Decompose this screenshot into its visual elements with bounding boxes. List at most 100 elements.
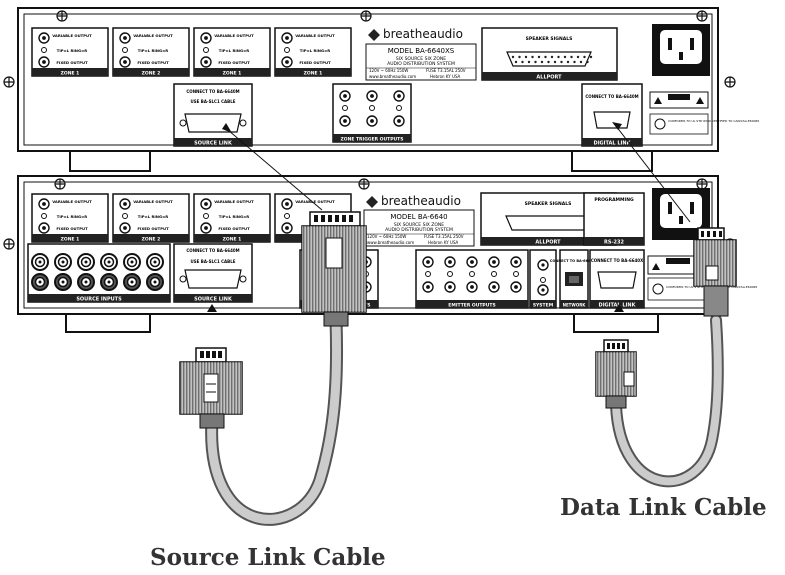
fixed-output-jack-icon[interactable]: [281, 222, 293, 234]
variable-output-jack-icon[interactable]: [281, 198, 293, 210]
speaker-signals-panel: SPEAKER SIGNALS ALLPORT: [481, 27, 618, 81]
digital-link-panel: CONNECT TO BA-6640M DIGITAL LINK: [581, 83, 643, 147]
rca-input-icon[interactable]: [77, 253, 95, 271]
fixed-output-label: FIXED OUTPUT: [137, 226, 169, 231]
trigger-jack-icon[interactable]: [393, 90, 405, 102]
model-subtitle-2: AUDIO DISTRIBUTION SYSTEM: [385, 227, 453, 233]
zone-trigger-outputs-label: ZONE TRIGGER OUTPUTS: [340, 137, 403, 143]
fixed-output-jack-icon[interactable]: [200, 222, 212, 234]
variable-output-label: VARIABLE OUTPUT: [133, 33, 173, 38]
emitter-jack-icon[interactable]: [488, 256, 500, 268]
fixed-output-jack-icon[interactable]: [200, 56, 212, 68]
rca-input-icon[interactable]: [100, 253, 118, 271]
fuse-rating: FUSE T3.15AL 250V: [426, 68, 466, 73]
variable-output-jack-icon[interactable]: [200, 198, 212, 210]
source-link-label: SOURCE LINK: [194, 141, 233, 147]
source-link-cable-label: Source Link Cable: [150, 544, 386, 571]
trigger-jack-icon[interactable]: [366, 90, 378, 102]
fixed-output-jack-icon[interactable]: [119, 56, 131, 68]
brand-name: breatheaudio: [381, 194, 461, 208]
variable-output-jack-icon[interactable]: [38, 32, 50, 44]
rca-input-icon[interactable]: [31, 253, 49, 271]
tip-ring-label: TIP=L RING=R: [219, 214, 250, 219]
fixed-output-label: FIXED OUTPUT: [137, 60, 169, 65]
db25-port-icon[interactable]: [505, 215, 591, 231]
trigger-jack-icon[interactable]: [339, 115, 351, 127]
zone-label: ZONE 1: [304, 71, 323, 77]
digital-link-port-icon[interactable]: [593, 111, 631, 129]
rca-input-icon[interactable]: [100, 273, 118, 291]
variable-output-jack-icon[interactable]: [200, 32, 212, 44]
source-link-port-icon[interactable]: [184, 269, 242, 289]
model-label: breatheaudio MODEL BA-6640XS SIX SOURCE …: [365, 27, 477, 81]
rca-input-icon[interactable]: [146, 273, 164, 291]
tip-ring-label: TIP=L RING=R: [219, 48, 250, 53]
model-number: MODEL BA-6640: [390, 213, 447, 221]
digital-link-connect-text: CONNECT TO BA-6640X: [591, 258, 643, 263]
variable-output-label: VARIABLE OUTPUT: [295, 199, 335, 204]
tip-ring-label: TIP=L RING=R: [57, 48, 88, 53]
source-link-port-icon[interactable]: [184, 113, 242, 133]
variable-output-jack-icon[interactable]: [119, 198, 131, 210]
rca-input-icon[interactable]: [146, 253, 164, 271]
programming-label: PROGRAMMING: [594, 197, 634, 203]
db25-port-icon[interactable]: [506, 51, 592, 67]
rca-input-icon[interactable]: [31, 273, 49, 291]
rs232-label: RS-232: [604, 240, 624, 246]
model-subtitle-1: SIX SOURCE SIX ZONE: [396, 56, 446, 62]
fixed-output-jack-icon[interactable]: [281, 56, 293, 68]
fixed-output-label: FIXED OUTPUT: [218, 226, 250, 231]
emitter-jack-icon[interactable]: [444, 256, 456, 268]
tip-ring-label: TIP=L RING=R: [138, 214, 169, 219]
trigger-jack-icon[interactable]: [339, 90, 351, 102]
brand-logo-icon: [368, 29, 380, 41]
emitter-jack-icon[interactable]: [422, 256, 434, 268]
data-link-cable: [595, 227, 737, 488]
fixed-output-label: FIXED OUTPUT: [299, 60, 331, 65]
emitter-jack-icon[interactable]: [488, 281, 500, 293]
emitter-jack-icon[interactable]: [444, 281, 456, 293]
tip-ring-label: TIP=L RING=R: [138, 48, 169, 53]
fixed-output-jack-icon[interactable]: [38, 222, 50, 234]
zone-label: ZONE 1: [223, 237, 242, 243]
variable-output-jack-icon[interactable]: [119, 32, 131, 44]
digital-link-label: DIGITAL LINK: [594, 141, 632, 147]
conforms-text: CONFORMS TO UL STD 6500 CERTIFIED TO CAN…: [668, 119, 759, 123]
emitter-jack-icon[interactable]: [422, 281, 434, 293]
power-inlet[interactable]: [652, 24, 710, 76]
emitter-jack-icon[interactable]: [466, 256, 478, 268]
emitter-outputs-label: EMITTER OUTPUTS: [448, 303, 495, 309]
variable-output-jack-icon[interactable]: [281, 32, 293, 44]
rca-input-icon[interactable]: [54, 253, 72, 271]
fixed-output-jack-icon[interactable]: [38, 56, 50, 68]
emitter-jack-icon[interactable]: [510, 256, 522, 268]
rca-input-icon[interactable]: [54, 273, 72, 291]
screw-icon: [3, 10, 736, 88]
emitter-jack-icon[interactable]: [466, 281, 478, 293]
location: Hebron KY USA: [430, 74, 461, 79]
rca-input-icon[interactable]: [123, 273, 141, 291]
tip-ring-label: TIP=L RING=R: [300, 48, 331, 53]
digital-link-port-icon[interactable]: [597, 271, 637, 289]
system-panel: SYSTEM: [529, 249, 557, 309]
speaker-signals-label: SPEAKER SIGNALS: [525, 201, 572, 207]
source-link-use-text: USE BA-SLC1 CABLE: [191, 99, 236, 104]
zone-label: ZONE 1: [61, 237, 80, 243]
trigger-jack-icon[interactable]: [366, 115, 378, 127]
top-unit: VARIABLE OUTPUT TIP=L RING=R FIXED OUTPUT Z…: [3, 7, 759, 172]
rca-input-icon[interactable]: [77, 273, 95, 291]
emitter-jack-icon[interactable]: [510, 281, 522, 293]
rca-input-icon[interactable]: [123, 253, 141, 271]
location: Hebron KY USA: [428, 240, 459, 245]
variable-output-jack-icon[interactable]: [38, 198, 50, 210]
tip-ring-label: TIP=L RING=R: [57, 214, 88, 219]
fixed-output-jack-icon[interactable]: [119, 222, 131, 234]
zone-label: ZONE 2: [142, 71, 161, 77]
source-link-connect-text: CONNECT TO BA-6640M: [186, 248, 239, 253]
variable-output-label: VARIABLE OUTPUT: [133, 199, 173, 204]
trigger-jack-icon[interactable]: [393, 115, 405, 127]
network-label: NETWORK: [563, 303, 587, 308]
